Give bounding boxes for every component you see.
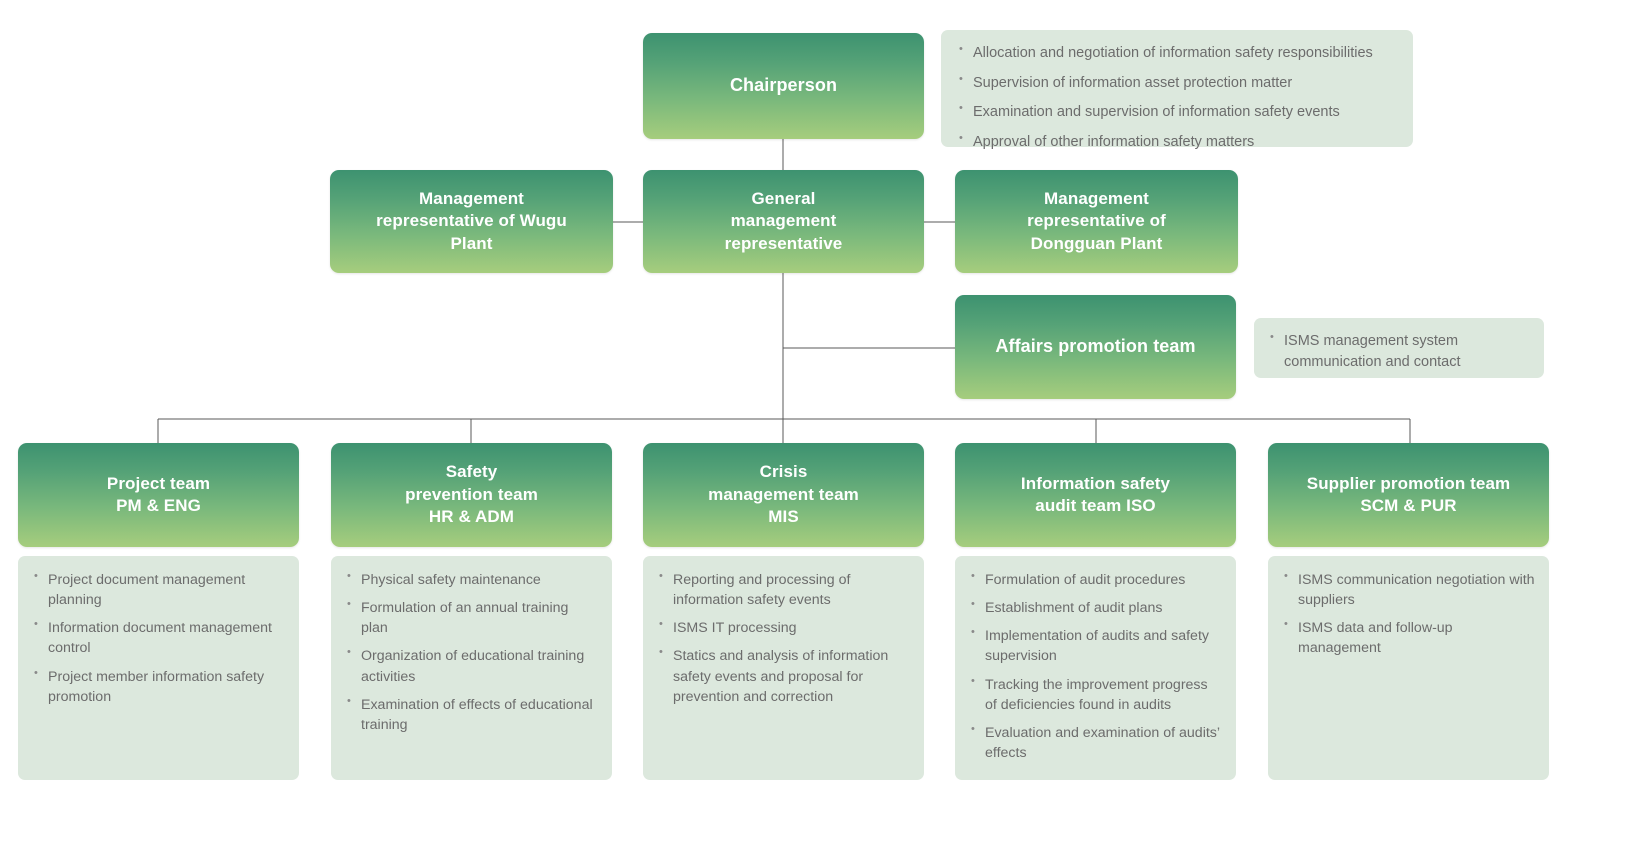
list-item: Formulation of an annual training plan bbox=[345, 597, 598, 638]
list-item: Project member information safety promot… bbox=[32, 666, 285, 707]
node-supplier-promotion-team-label: Supplier promotion team SCM & PUR bbox=[1306, 473, 1511, 515]
list-item: Approval of other information safety mat… bbox=[957, 131, 1395, 153]
list-item: Implementation of audits and safety supe… bbox=[969, 625, 1222, 666]
node-affairs-promotion-team[interactable]: Affairs promotion team bbox=[955, 295, 1236, 399]
list-item: Statics and analysis of information safe… bbox=[657, 645, 910, 706]
list-item: ISMS IT processing bbox=[657, 617, 910, 638]
information-safety-audit-team-duty-list: Formulation of audit procedures Establis… bbox=[969, 569, 1222, 763]
panel-project-team-duties: Project document management planning Inf… bbox=[18, 556, 299, 780]
crisis-management-team-duty-list: Reporting and processing of information … bbox=[657, 569, 910, 707]
list-item: Project document management planning bbox=[32, 569, 285, 610]
panel-supplier-promotion-team-duties: ISMS communication negotiation with supp… bbox=[1268, 556, 1549, 780]
project-team-duty-list: Project document management planning Inf… bbox=[32, 569, 285, 707]
node-chairperson-label: Chairperson bbox=[729, 75, 838, 96]
panel-crisis-management-team-duties: Reporting and processing of information … bbox=[643, 556, 924, 780]
list-item: Examination of effects of educational tr… bbox=[345, 694, 598, 735]
list-item: Formulation of audit procedures bbox=[969, 569, 1222, 590]
list-item: ISMS management system communication and… bbox=[1268, 330, 1530, 372]
list-item: ISMS communication negotiation with supp… bbox=[1282, 569, 1535, 610]
node-dongguan-plant-representative[interactable]: Management representative of Dongguan Pl… bbox=[955, 170, 1238, 273]
panel-affairs-promotion-duties: ISMS management system communication and… bbox=[1254, 318, 1544, 378]
node-general-management-representative-label: General management representative bbox=[724, 188, 843, 253]
node-general-management-representative[interactable]: General management representative bbox=[643, 170, 924, 273]
list-item: Allocation and negotiation of informatio… bbox=[957, 42, 1395, 64]
node-information-safety-audit-team[interactable]: Information safety audit team ISO bbox=[955, 443, 1236, 547]
node-chairperson[interactable]: Chairperson bbox=[643, 33, 924, 139]
list-item: Establishment of audit plans bbox=[969, 597, 1222, 618]
panel-chairperson-duties: Allocation and negotiation of informatio… bbox=[941, 30, 1413, 150]
list-item: Information document management control bbox=[32, 617, 285, 658]
list-item: Organization of educational training act… bbox=[345, 645, 598, 686]
list-item: Evaluation and examination of audits’ ef… bbox=[969, 722, 1222, 763]
list-item: Supervision of information asset protect… bbox=[957, 72, 1395, 94]
node-project-team-label: Project team PM & ENG bbox=[106, 473, 211, 515]
node-dongguan-plant-representative-label: Management representative of Dongguan Pl… bbox=[1027, 188, 1166, 253]
node-wugu-plant-representative[interactable]: Management representative of Wugu Plant bbox=[330, 170, 613, 273]
node-project-team[interactable]: Project team PM & ENG bbox=[18, 443, 299, 547]
chairperson-duty-list: Allocation and negotiation of informatio… bbox=[957, 42, 1395, 153]
list-item: Tracking the improvement progress of def… bbox=[969, 674, 1222, 715]
node-wugu-plant-representative-label: Management representative of Wugu Plant bbox=[376, 188, 567, 253]
list-item: Reporting and processing of information … bbox=[657, 569, 910, 610]
node-crisis-management-team[interactable]: Crisis management team MIS bbox=[643, 443, 924, 547]
supplier-promotion-team-duty-list: ISMS communication negotiation with supp… bbox=[1282, 569, 1535, 659]
node-information-safety-audit-team-label: Information safety audit team ISO bbox=[1020, 473, 1171, 515]
node-crisis-management-team-label: Crisis management team MIS bbox=[708, 462, 859, 527]
safety-prevention-team-duty-list: Physical safety maintenance Formulation … bbox=[345, 569, 598, 735]
node-supplier-promotion-team[interactable]: Supplier promotion team SCM & PUR bbox=[1268, 443, 1549, 547]
node-safety-prevention-team-label: Safety prevention team HR & ADM bbox=[405, 462, 538, 527]
affairs-duty-list: ISMS management system communication and… bbox=[1268, 330, 1530, 372]
panel-information-safety-audit-team-duties: Formulation of audit procedures Establis… bbox=[955, 556, 1236, 780]
node-affairs-promotion-team-label: Affairs promotion team bbox=[995, 336, 1196, 357]
panel-safety-prevention-team-duties: Physical safety maintenance Formulation … bbox=[331, 556, 612, 780]
list-item: Examination and supervision of informati… bbox=[957, 101, 1395, 123]
node-safety-prevention-team[interactable]: Safety prevention team HR & ADM bbox=[331, 443, 612, 547]
list-item: Physical safety maintenance bbox=[345, 569, 598, 590]
list-item: ISMS data and follow-up management bbox=[1282, 617, 1535, 658]
